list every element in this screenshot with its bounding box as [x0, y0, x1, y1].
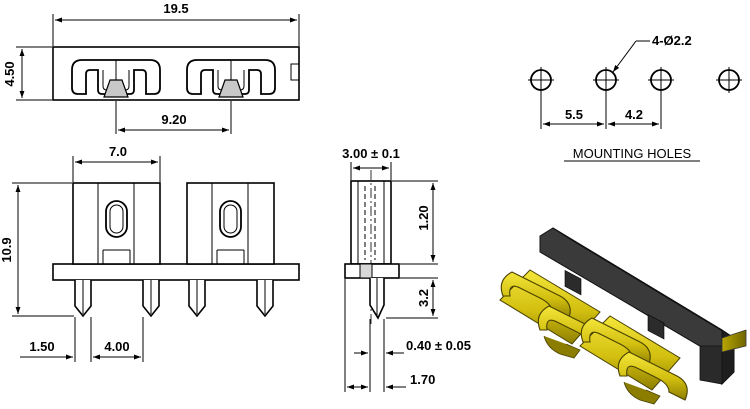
front-contact-left [72, 182, 161, 318]
front-view-base [52, 263, 300, 281]
dim-lead-offset: 1.50 [29, 339, 54, 354]
dim-overall-height: 10.9 [0, 237, 14, 262]
dim-contact-width: 7.0 [109, 144, 127, 159]
top-view-spring-right [186, 59, 276, 98]
dim-body-height: 4.50 [2, 61, 17, 86]
dim-side-upper: 1.20 [416, 205, 431, 230]
hole-4 [716, 67, 742, 93]
dim-side-lower: 3.2 [416, 289, 431, 307]
hole-spacing-left: 5.5 [565, 107, 583, 122]
dim-lead-thickness: 0.40 ± 0.05 [406, 338, 471, 353]
mounting-holes: 4-Ø2.2 5.5 4.2 MOUNTING HOLES [528, 33, 742, 162]
hole-3 [648, 67, 674, 93]
hole-1 [528, 67, 554, 93]
dim-lead-spacing: 4.00 [104, 339, 129, 354]
top-view-body [52, 46, 300, 101]
isometric-render [499, 227, 747, 405]
dim-side-thickness: 3.00 ± 0.1 [342, 146, 400, 161]
dim-lead-width: 1.70 [410, 372, 435, 387]
render-contact-right [579, 314, 688, 405]
dim-overall-width: 19.5 [163, 1, 188, 16]
top-view: 19.5 4.50 9.20 [2, 1, 300, 134]
top-view-spring-left [71, 59, 161, 98]
hole-2 [593, 67, 619, 93]
hole-callout: 4-Ø2.2 [652, 33, 692, 48]
top-view-notch [290, 63, 299, 81]
mounting-holes-caption: MOUNTING HOLES [573, 146, 692, 161]
dim-pitch: 9.20 [161, 112, 186, 127]
front-contact-right [186, 182, 275, 318]
hole-spacing-right: 4.2 [625, 107, 643, 122]
front-view: 7.0 10.9 1.50 4.00 [0, 144, 300, 362]
side-view: 3.00 ± 0.1 1.20 3.2 0.40 ± 0.05 1.70 [342, 146, 471, 392]
